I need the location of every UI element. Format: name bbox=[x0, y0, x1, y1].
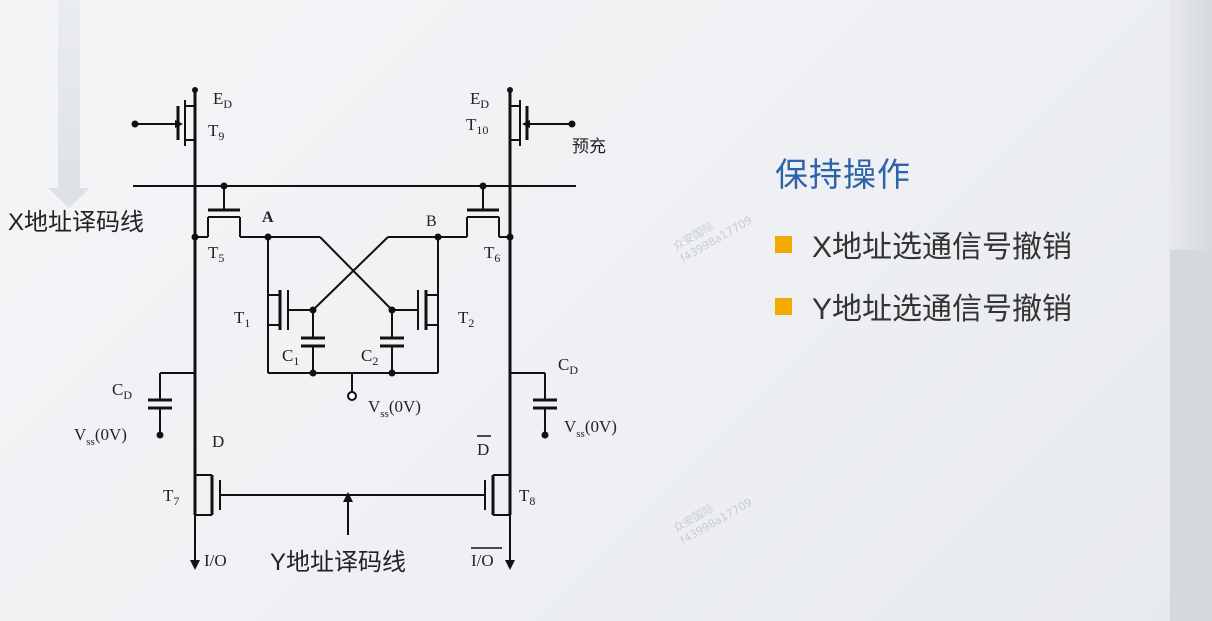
bullet-text: Y地址选通信号撤销 bbox=[812, 293, 1073, 326]
c1-label: C1 bbox=[282, 346, 299, 368]
y-decode-line-label: Y地址译码线 bbox=[270, 549, 406, 576]
t1-label: T1 bbox=[234, 308, 250, 330]
io-bar-label: I/O bbox=[471, 551, 494, 570]
t10-label: T10 bbox=[466, 115, 488, 137]
panel-title: 保持操作 bbox=[775, 156, 911, 193]
bullet-text: X地址选通信号撤销 bbox=[812, 231, 1073, 264]
t6-label: T6 bbox=[484, 243, 500, 265]
cd-right-label: CD bbox=[558, 355, 578, 377]
bullet-item: X地址选通信号撤销 bbox=[775, 222, 1072, 266]
d-bar-label: D bbox=[477, 440, 489, 459]
sram-circuit-diagram: ED T9 ED T10 预充 X地址译码线 A B T5 T6 T1 T2 C… bbox=[8, 87, 617, 576]
vss-left-label: Vss(0V) bbox=[74, 425, 127, 448]
t8-label: T8 bbox=[519, 486, 535, 508]
ed-right-label: ED bbox=[470, 89, 489, 111]
ed-left-label: ED bbox=[213, 89, 232, 111]
bullet-item: Y地址选通信号撤销 bbox=[775, 284, 1072, 328]
node-a-label: A bbox=[262, 209, 274, 226]
t5-label: T5 bbox=[208, 243, 224, 265]
t9-label: T9 bbox=[208, 121, 224, 143]
vss-right-label: Vss(0V) bbox=[564, 417, 617, 440]
io-label: I/O bbox=[204, 551, 227, 570]
cd-left-label: CD bbox=[112, 380, 132, 402]
hold-operation-panel: 保持操作 X地址选通信号撤销 Y地址选通信号撤销 bbox=[775, 148, 1072, 346]
bullet-square-icon bbox=[775, 235, 792, 253]
bullet-square-icon bbox=[775, 297, 792, 315]
d-label: D bbox=[212, 432, 224, 451]
vss-center-label: Vss(0V) bbox=[368, 397, 421, 420]
x-decode-line-label: X地址译码线 bbox=[8, 209, 144, 236]
background-band-lower bbox=[1170, 250, 1212, 621]
c2-label: C2 bbox=[361, 346, 378, 368]
t2-label: T2 bbox=[458, 308, 474, 330]
precharge-label: 预充 bbox=[572, 137, 606, 156]
background-arrow-decoration bbox=[48, 0, 90, 208]
node-b-label: B bbox=[426, 213, 437, 230]
t7-label: T7 bbox=[163, 486, 179, 508]
